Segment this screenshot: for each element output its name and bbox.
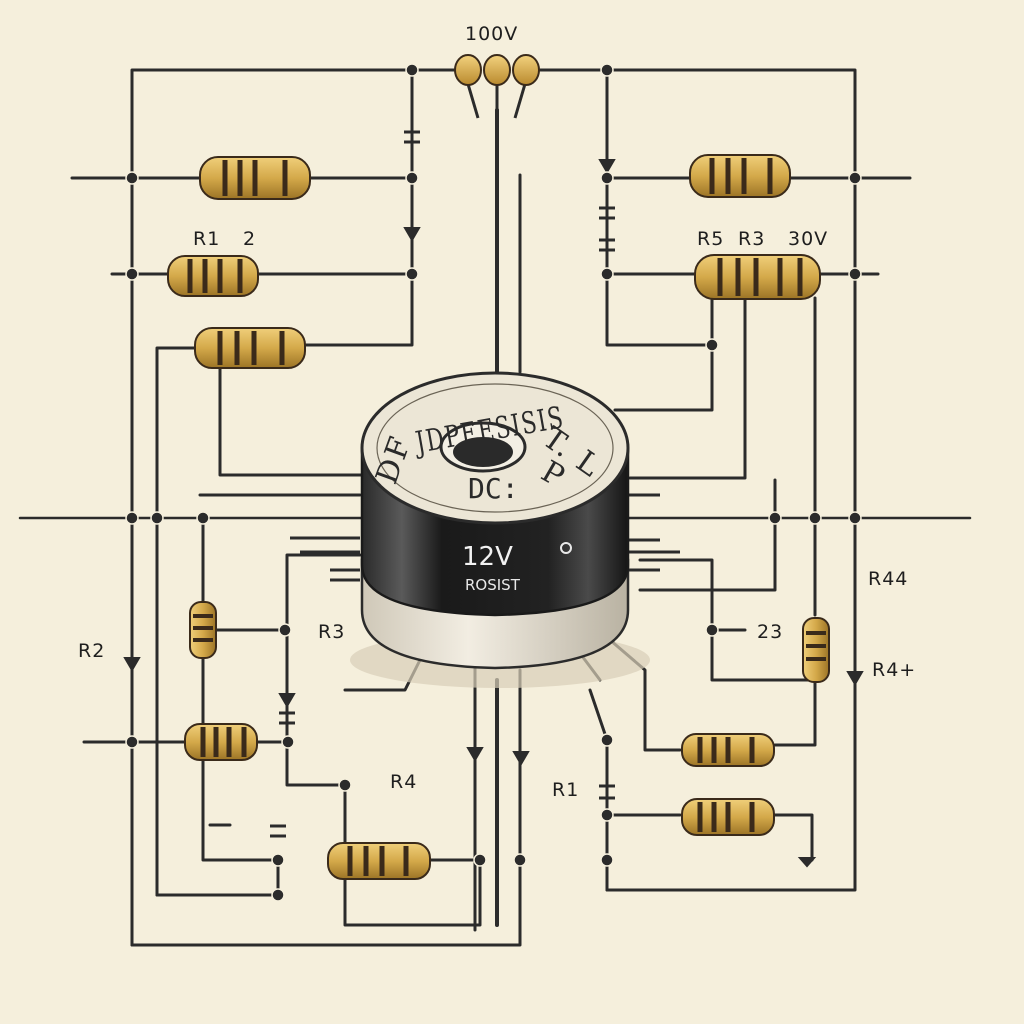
wire-right-h (773, 296, 817, 747)
resistor-left-row2 (167, 255, 259, 297)
component-sub-text: ROSIST (465, 576, 521, 594)
wire-right-f (638, 478, 777, 592)
led-1 (454, 54, 482, 86)
resistor-vertical-right (802, 617, 830, 683)
resistor-left-lower (184, 723, 258, 761)
label-r3-right: R3 (738, 228, 765, 250)
label-r3-left: R3 (318, 621, 345, 643)
wire-left-inner (155, 346, 197, 897)
central-component (350, 371, 650, 688)
arrow-marks (123, 159, 864, 868)
wire-left-lower-a (201, 516, 277, 862)
label-r2: R2 (78, 640, 105, 662)
arrow-r44 (846, 671, 864, 686)
resistor-right-row2 (694, 254, 821, 300)
top-led-cluster (454, 54, 540, 119)
wire-loop-left (218, 363, 367, 477)
label-23: 23 (757, 621, 783, 643)
led-2 (483, 54, 511, 86)
wire-right-d (613, 296, 714, 412)
resistor-right-lower-1 (681, 733, 775, 767)
wire-left-lower-k (588, 688, 609, 742)
capacitor-marks (270, 130, 615, 838)
label-30v: 30V (788, 228, 828, 250)
arrow-right-dia (797, 857, 817, 868)
wire-right-a (605, 68, 707, 347)
label-r1-left-num: 2 (243, 228, 256, 250)
wire-left-lower-i (130, 668, 522, 947)
label-r4: R4 (390, 771, 417, 793)
arrow-left-top (403, 227, 421, 242)
label-top-voltage: 100V (465, 23, 518, 45)
wire-left-lower-f (155, 858, 280, 897)
component-pins (290, 493, 680, 582)
component-center-text: DC: (468, 472, 519, 505)
junction-nodes (125, 63, 862, 902)
label-r5: R5 (697, 228, 724, 250)
wire-right-g (638, 558, 817, 682)
arrow-center-l (466, 747, 484, 762)
resistors (167, 154, 830, 880)
label-r1-bottom: R1 (552, 779, 579, 801)
resistor-left-row3 (194, 327, 306, 369)
label-r4-plus: R4+ (872, 659, 916, 681)
label-r1-left: R1 (193, 228, 220, 250)
wire-left-node (303, 68, 414, 347)
label-r44: R44 (868, 568, 908, 590)
resistor-left-row1 (199, 156, 311, 200)
wire-right-k (605, 813, 814, 862)
arrow-left-lower (278, 693, 296, 708)
wire-right-e (628, 296, 747, 480)
resistor-vertical-left (189, 601, 217, 659)
wire-top-bus (130, 68, 857, 947)
component-voltage: 12V (462, 542, 513, 572)
arrow-r2 (123, 657, 141, 672)
resistor-right-lower-2 (681, 798, 775, 836)
resistor-bottom-center (327, 842, 431, 880)
led-3 (512, 54, 540, 86)
resistor-right-row1 (689, 154, 791, 198)
wire-left-lower-d (285, 553, 362, 787)
arrow-center-r (512, 751, 530, 766)
arrow-right-top (598, 159, 616, 174)
